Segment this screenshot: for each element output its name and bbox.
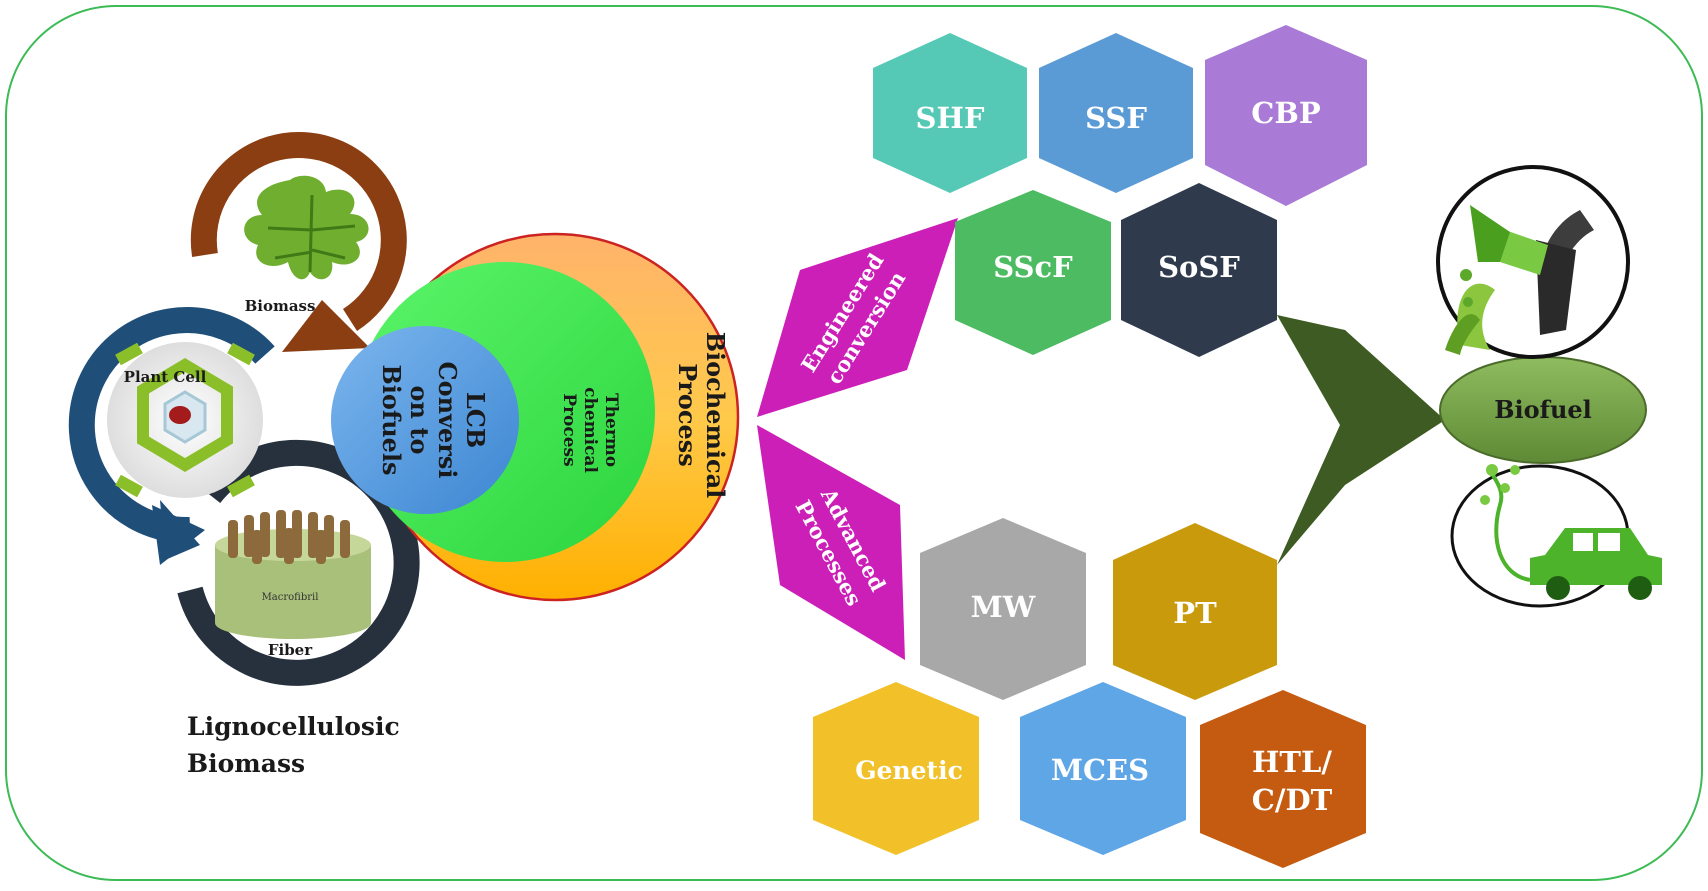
plant-cell-image <box>107 342 263 498</box>
lcb-text-line1: LCB <box>461 392 490 448</box>
converging-arrow <box>1277 315 1445 565</box>
label-htl-line2: C/DT <box>1252 783 1333 817</box>
thermo-text-line2: chemical <box>580 387 600 473</box>
label-sosf: SoSF <box>1158 250 1240 284</box>
engineered-conversion-branch <box>757 218 958 417</box>
lcb-conversion-text: LCB Conversi on to Biofuels <box>377 361 490 478</box>
hex-genetic <box>813 682 979 855</box>
plant-cell-label: Plant Cell <box>124 368 207 386</box>
label-genetic: Genetic <box>855 756 963 785</box>
thermochemical-text: Thermo chemical Process <box>559 387 621 473</box>
label-mces: MCES <box>1051 753 1149 787</box>
advanced-processes-branch <box>757 425 905 660</box>
biochemical-text: Biochemical Process <box>673 332 730 499</box>
outer-frame <box>5 5 1703 881</box>
fiber-image <box>215 510 371 639</box>
car-image <box>1450 464 1662 608</box>
hex-pt <box>1113 523 1277 700</box>
hex-sosf <box>1121 183 1277 357</box>
label-ssf: SSF <box>1085 101 1147 135</box>
label-shf: SHF <box>916 101 985 135</box>
blue-cycle-arrow <box>68 307 275 565</box>
lcb-text-line3: on to <box>405 386 434 455</box>
biomass-label: Biomass <box>245 297 316 315</box>
biochem-text-line1: Biochemical <box>701 332 730 499</box>
hex-shf <box>873 33 1027 193</box>
hex-mw <box>920 518 1086 700</box>
fuel-nozzle-image <box>1436 165 1630 359</box>
dark-cycle-arrow <box>177 439 420 686</box>
leaf-icon <box>244 175 369 280</box>
lignocellulosic-title-line1: Lignocellulosic <box>187 712 400 741</box>
lcb-text-line4: Biofuels <box>377 364 406 475</box>
biochem-text-line2: Process <box>673 363 702 467</box>
lignocellulosic-title-line2: Biomass <box>187 749 305 778</box>
label-mw: MW <box>971 590 1036 624</box>
hex-cbp <box>1205 25 1367 206</box>
label-cbp: CBP <box>1251 96 1321 130</box>
hex-ssf <box>1039 33 1193 193</box>
lcb-conversion-circle <box>331 326 519 514</box>
lcb-text-line2: Conversi <box>433 361 462 478</box>
hex-sscf <box>955 190 1111 355</box>
hex-htl <box>1200 690 1366 868</box>
nucleus-icon <box>169 406 191 424</box>
biofuel-label: Biofuel <box>1494 395 1592 424</box>
fiber-label: Fiber <box>268 641 313 659</box>
label-pt: PT <box>1173 596 1217 630</box>
brown-cycle-arrow <box>190 132 407 352</box>
thermo-text-line3: Process <box>559 393 579 466</box>
thermo-text-line1: Thermo <box>601 393 621 467</box>
hex-mces <box>1020 682 1186 855</box>
macrofibril-label: Macrofibril <box>262 592 319 603</box>
label-htl-line1: HTL/ <box>1252 745 1332 779</box>
label-sscf: SScF <box>993 250 1073 284</box>
